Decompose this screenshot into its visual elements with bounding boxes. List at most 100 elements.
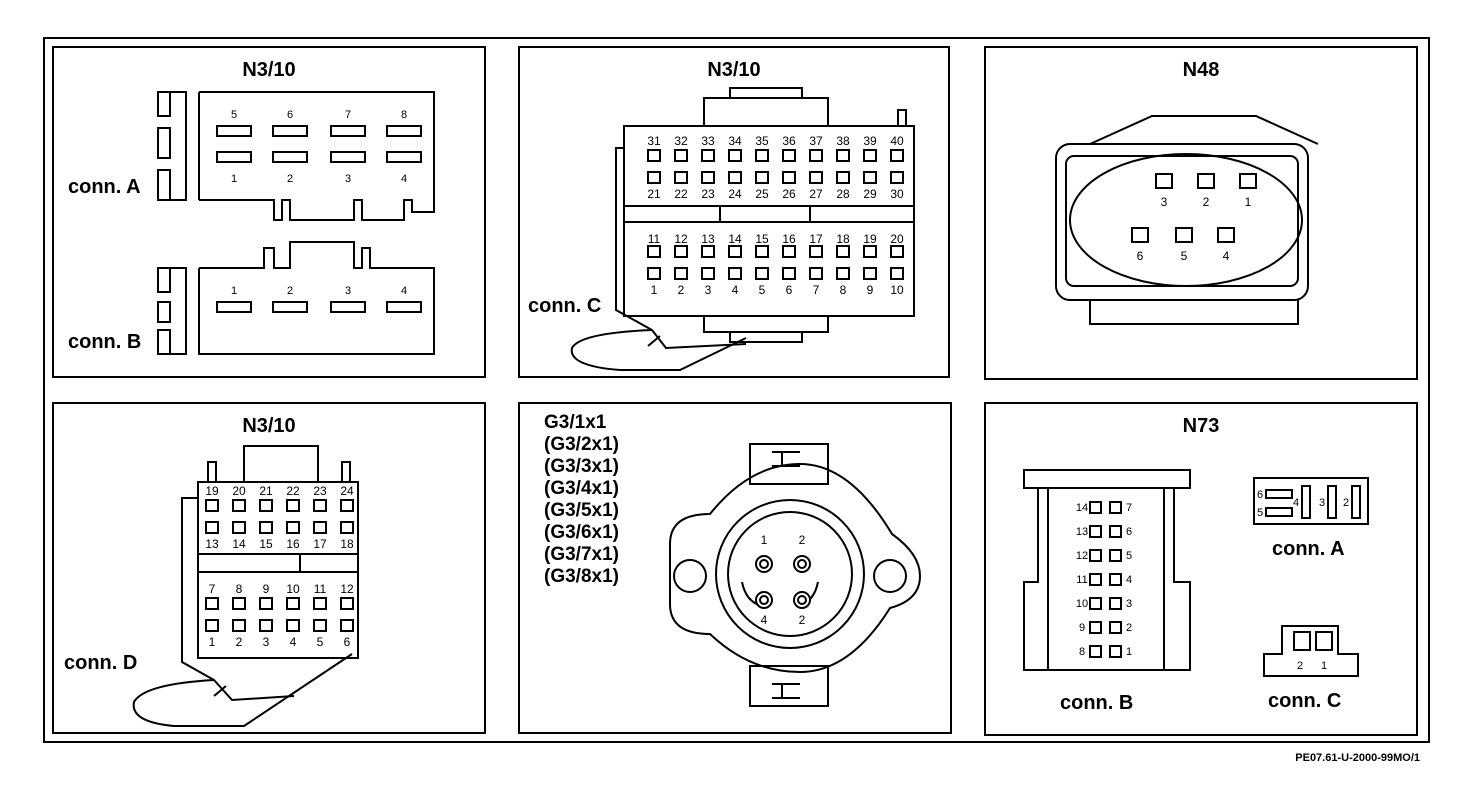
pin-contact [286,521,300,534]
g3-title-line: (G3/2x1) [544,434,619,455]
conn-c-label: conn. C [1268,690,1342,712]
pin-contact [1315,631,1333,651]
pin-contact [205,619,219,632]
pin-number: 14 [728,232,742,246]
pin-contact [782,245,796,258]
pin-contact [272,301,308,313]
pin-contact [782,171,796,184]
pin-number: 18 [836,232,850,246]
pin-contact [863,149,877,162]
pin-contact [259,597,273,610]
conn-a-label: conn. A [1272,538,1345,560]
pin-number: 2 [236,635,243,649]
pin-contact [340,499,354,512]
pin-contact [836,267,850,280]
pin-contact [1293,631,1311,651]
pin-number: 3 [345,285,351,297]
pin-contact [259,619,273,632]
conn-b-label: conn. B [68,331,142,353]
pin-number: 3 [1126,598,1132,610]
pin-number: 18 [340,537,354,551]
pin-contact [1131,227,1149,243]
pin-number: 5 [317,635,324,649]
pin-number: 10 [890,283,904,297]
pin-number: 21 [259,484,273,498]
pin-number: 36 [782,134,796,148]
pin-number: 34 [728,134,742,148]
pin-number: 23 [313,484,327,498]
pin-number: 4 [732,283,739,297]
pin-number: 1 [209,635,216,649]
pin-contact [1155,173,1173,189]
pin-contact [863,171,877,184]
pin-number: 28 [836,187,850,201]
pin-contact [836,171,850,184]
pin-number: 8 [840,283,847,297]
pin-contact [647,171,661,184]
pin-number: 40 [890,134,904,148]
pin-number: 31 [647,134,661,148]
pin-number: 8 [236,582,243,596]
pin-number: 2 [799,533,806,547]
pin-number: 14 [232,537,246,551]
pin-contact [647,267,661,280]
pin-contact [836,245,850,258]
pin-contact [701,267,715,280]
pin-number: 3 [345,173,351,185]
pin-contact [259,521,273,534]
pin-number: 11 [314,582,327,596]
pin-number: 9 [263,582,270,596]
pin-number: 9 [867,283,874,297]
panel-title: N73 [1182,415,1220,437]
pin-contact [755,149,769,162]
pin-contact [232,499,246,512]
pin-number: 13 [1076,526,1088,538]
pin-contact [836,149,850,162]
pin-number: 6 [344,635,351,649]
pin-number: 7 [209,582,216,596]
pin-contact [755,267,769,280]
pin-number: 3 [1319,497,1325,509]
pin-number: 2 [799,613,806,627]
pin-contact [1265,507,1293,517]
pin-contact [890,171,904,184]
pin-contact [259,499,273,512]
panel-title: N48 [1182,59,1220,81]
pin-number: 20 [890,232,904,246]
pin-number: 2 [1343,497,1349,509]
pin-contact [1109,597,1122,610]
pin-contact [728,171,742,184]
pin-contact [1109,525,1122,538]
pin-number: 1 [1245,195,1252,209]
pin-number: 12 [340,582,354,596]
g3-title-line: (G3/8x1) [544,566,619,587]
pin-number: 2 [287,285,293,297]
panel-title: N3/10 [707,59,761,81]
pin-contact [759,559,769,569]
pin-contact [1327,485,1337,519]
pin-contact [755,171,769,184]
pin-number: 13 [205,537,219,551]
pin-number: 19 [205,484,219,498]
pin-number: 33 [701,134,715,148]
pin-contact [1351,485,1361,519]
pin-number: 14 [1076,502,1088,514]
pin-number: 32 [674,134,688,148]
g3-title-line: (G3/7x1) [544,544,619,565]
pin-number: 4 [761,613,768,627]
pin-contact [216,125,252,137]
pin-contact [1109,645,1122,658]
pin-number: 7 [345,109,351,121]
pin-number: 4 [1293,497,1299,509]
pin-contact [1089,645,1102,658]
pin-contact [272,151,308,163]
pin-number: 7 [813,283,820,297]
pin-contact [809,267,823,280]
pin-contact [1265,489,1293,499]
pin-contact [755,245,769,258]
pin-contact [216,301,252,313]
g3-title-list: G3/1x1(G3/2x1)(G3/3x1)(G3/4x1)(G3/5x1)(G… [544,412,619,588]
pin-number: 5 [1181,249,1188,263]
